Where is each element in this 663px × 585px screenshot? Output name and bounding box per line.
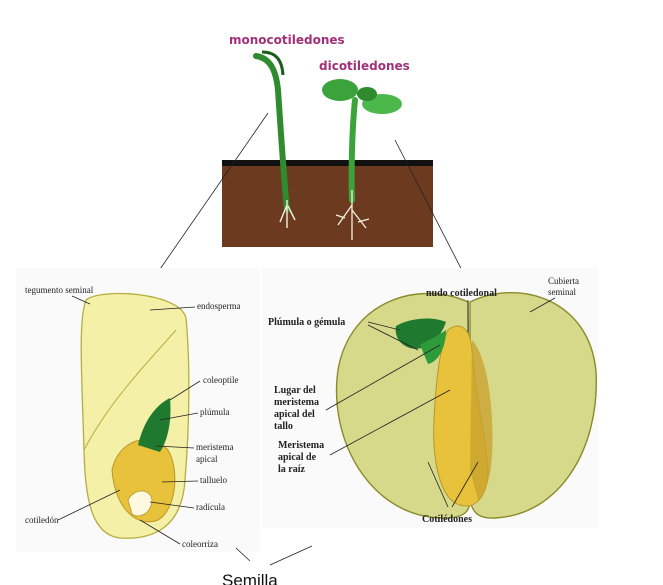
label-coleoptile: coleoptile [203,375,239,385]
caption-semilla: Semilla [222,571,278,585]
lead-cotiledones-1 [427,461,449,508]
lead-talluelo [161,480,199,483]
lead-coleorriza [139,519,181,545]
lead-meristema [155,445,195,449]
lead-lugar [325,344,441,411]
label-lugar-1: Lugar del [274,385,316,396]
caption-lead-right [269,545,313,566]
dicot-title: dicotiledones [319,59,410,73]
dicot-connector [394,139,469,283]
label-cotiledon: cotiledón [25,515,59,525]
soil-surface [222,160,433,166]
label-cubierta-2: seminal [548,287,576,297]
dicot-seedling [322,79,402,240]
monocot-scutellum [111,439,176,523]
lead-endosperma [149,306,196,311]
label-cotiledones: Cotilédones [422,514,472,525]
lead-radicula [149,501,195,509]
label-plumula-mono: plúmula [200,407,230,417]
caption-lead-left [235,547,251,562]
lead-plumula-mono [159,412,199,421]
label-plumula-dicot: Plúmula o gémula [268,317,345,328]
label-endosperma: endosperma [197,301,240,311]
lead-plumula-dicot-1 [367,321,401,331]
label-meristema: meristema [196,442,234,452]
monocot-seedling [253,50,296,228]
label-cubierta-1: Cubierta [548,276,579,286]
label-radicula: radícula [196,502,225,512]
lead-cotiledones-2 [451,461,479,508]
lead-plumula-dicot-2 [367,324,419,351]
dicot-seed [262,268,598,528]
monocot-connector [157,112,269,273]
label-lugar-3: apical del [274,409,315,420]
lead-cotiledon [57,489,121,521]
label-nudo: nudo cotiledonal [426,288,497,299]
label-raiz-3: la raíz [278,464,305,475]
soil-block [222,163,433,247]
monocot-plumule [138,398,171,452]
label-apical: apical [196,454,218,464]
soil-panel [222,160,433,247]
label-raiz-1: Meristema [278,440,324,451]
label-talluelo: talluelo [200,475,227,485]
monocot-title: monocotiledones [229,33,345,47]
lead-cubierta [529,297,556,313]
lead-raiz [329,389,451,456]
label-tegumento: tegumento seminal [25,285,94,295]
lead-coleoptile [169,380,201,401]
label-lugar-2: meristema [274,397,319,408]
lead-tegumento [71,295,91,305]
dicot-cotyledon-right [469,291,597,519]
label-lugar-4: tallo [274,421,293,432]
label-coleorriza: coleorriza [182,539,218,549]
label-raiz-2: apical de [278,452,317,463]
monocot-seed [16,268,260,552]
